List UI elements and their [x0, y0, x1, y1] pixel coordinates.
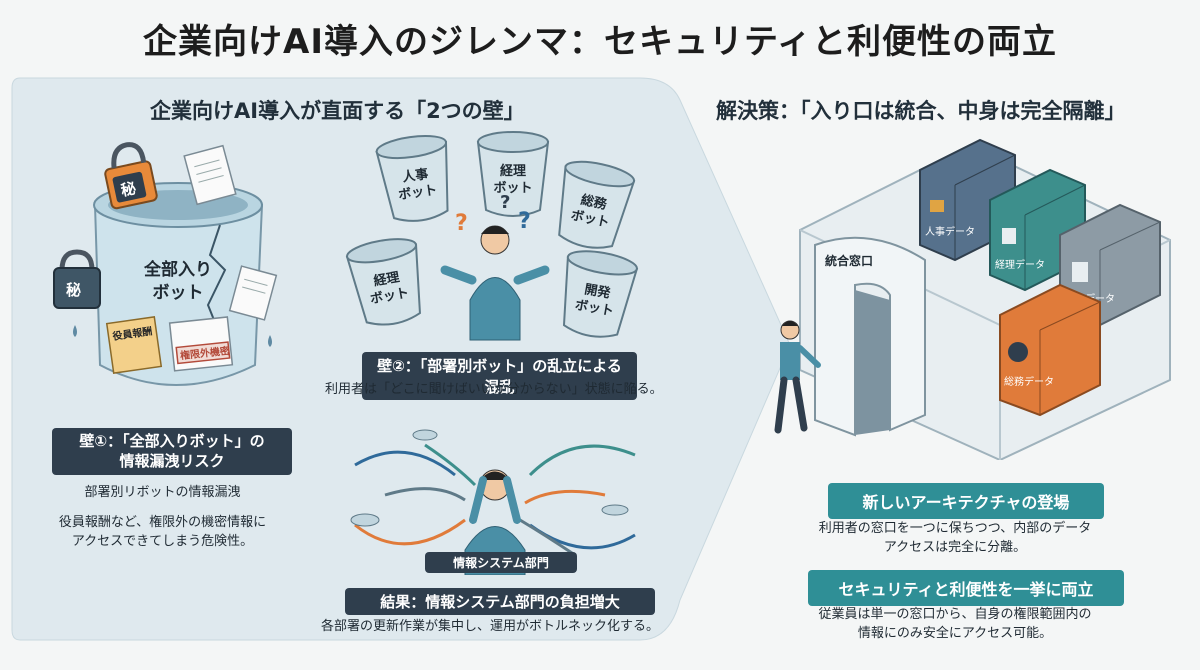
building-icon	[1072, 262, 1088, 282]
all-in-one-bot-bin-illustration: 秘 秘 全部入り ボット 役員報酬 権限外機密	[53, 142, 278, 386]
padlock-icon: 秘	[104, 142, 158, 210]
wall1-title: 壁①：「全部入りボット」の 情報漏洩リスク	[52, 428, 292, 475]
document-icon: 役員報酬	[105, 316, 163, 374]
page-title: 企業向けAI導入のジレンマ：セキュリティと利便性の両立	[143, 22, 1057, 62]
wall2-title: 壁②：「部署別ボット」の乱立による混乱	[362, 352, 637, 400]
padlock-icon	[930, 200, 944, 212]
bot-cup: 開発 ボット	[562, 250, 639, 338]
bot-cup: 総務 ボット	[558, 160, 636, 249]
department-bots-illustration: 人事 ボット 経理 ボット 総務 ボット 経理 ボット 開発 ボット ? ? ?	[345, 131, 639, 341]
svg-text:経理データ: 経理データ	[995, 258, 1045, 271]
security-convenience-title: セキュリティと利便性を一挙に両立	[808, 570, 1124, 606]
it-department-overload-illustration	[350, 429, 636, 575]
security-desc-line2: 情報にのみ安全にアクセス可能。	[857, 625, 1053, 641]
unified-gateway: 統合窓口	[814, 236, 926, 437]
svg-text:秘: 秘	[66, 281, 81, 299]
architecture-description: 利用者の窓口を一つに保ちつつ、内部のデータ アクセスは完全に分離。	[780, 520, 1130, 558]
svg-text:秘: 秘	[119, 179, 137, 200]
confused-person-figure: ? ? ?	[440, 192, 550, 341]
unified-gateway-illustration: 人事データ 経理データ 総務データ 総務データ 統合窓口	[774, 138, 1171, 460]
svg-text:総務データ: 総務データ	[1004, 375, 1054, 388]
document-icon	[228, 265, 278, 321]
svg-text:経理: 経理	[500, 163, 526, 179]
svg-text:?: ?	[455, 211, 468, 236]
bot-cup: 経理 ボット	[476, 131, 550, 217]
svg-text:ボット: ボット	[397, 182, 438, 203]
svg-text:ボット: ボット	[574, 297, 615, 320]
wall1-desc-line2: アクセスできてしまう危険性。	[71, 533, 254, 549]
svg-text:?: ?	[500, 192, 510, 213]
architecture-desc-line2: アクセスは完全に分離。	[883, 539, 1027, 555]
svg-text:ボット: ボット	[369, 285, 410, 308]
result-title: 結果：情報システム部門の負担増大	[345, 588, 655, 615]
right-heading: 解決策：「入り口は統合、中身は完全隔離」	[716, 99, 1126, 123]
svg-text:開発: 開発	[583, 281, 612, 301]
bot-cup: 人事 ボット	[375, 134, 449, 222]
svg-text:ボット: ボット	[569, 207, 610, 231]
svg-text:人事データ: 人事データ	[925, 225, 975, 238]
wall1-title-line1: 壁①：「全部入りボット」の	[79, 432, 265, 450]
it-department-badge: 情報システム部門	[425, 552, 577, 573]
left-heading: 企業向けAI導入が直面する「2つの壁」	[150, 99, 525, 123]
bin-label-line1: 全部入り	[143, 259, 212, 280]
svg-text:総務: 総務	[579, 192, 609, 213]
employee-figure	[774, 320, 821, 434]
svg-text:ボット: ボット	[493, 180, 532, 196]
document-icon: 権限外機密	[168, 316, 234, 372]
security-convenience-description: 従業員は単一の窓口から、自身の権限範囲内の 情報にのみ安全にアクセス可能。	[780, 606, 1130, 644]
document-icon	[183, 144, 237, 206]
wall2-description: 利用者は「どこに聞けばいいか分からない」状態に陥る。	[325, 382, 663, 397]
gear-icon	[1008, 342, 1028, 362]
padlock-icon: 秘	[53, 249, 101, 309]
gateway-label: 統合窓口	[825, 253, 873, 268]
svg-text:経理: 経理	[372, 269, 400, 289]
svg-text:?: ?	[518, 209, 531, 234]
bin-label-line2: ボット	[153, 283, 204, 303]
calculator-icon	[1002, 228, 1016, 244]
wall1-desc-line1: 役員報酬など、権限外の機密情報に	[58, 515, 267, 530]
wall1-title-line2: 情報漏洩リスク	[119, 452, 225, 471]
result-description: 各部署の更新作業が集中し、運用がボトルネック化する。	[320, 619, 659, 634]
svg-text:人事: 人事	[401, 166, 429, 185]
wall1-description: 役員報酬など、権限外の機密情報に アクセスできてしまう危険性。	[40, 514, 285, 552]
wall1-subtitle: 部署別リボットの情報漏洩	[84, 485, 241, 500]
vault-general-affairs-2: 総務データ	[999, 283, 1101, 417]
bot-cup: 経理 ボット	[345, 238, 421, 326]
architecture-title: 新しいアーキテクチャの登場	[828, 483, 1104, 519]
security-desc-line1: 従業員は単一の窓口から、自身の権限範囲内の	[818, 607, 1092, 622]
architecture-desc-line1: 利用者の窓口を一つに保ちつつ、内部のデータ	[818, 521, 1092, 536]
